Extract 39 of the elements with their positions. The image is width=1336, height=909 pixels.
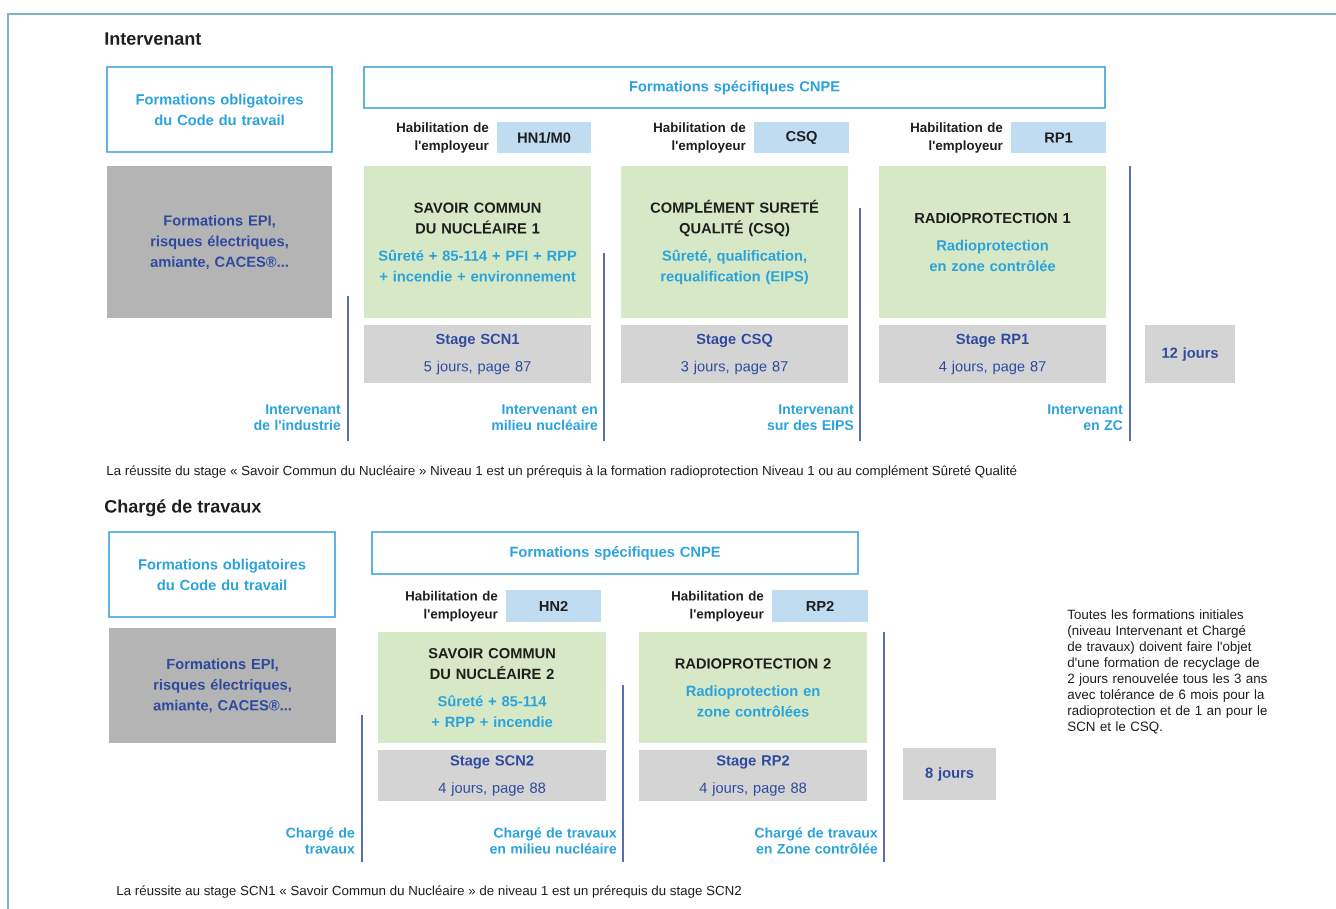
caption-text: Habilitation de l'employeur (406, 590, 498, 622)
caption-text: Habilitation de l'employeur (397, 122, 489, 153)
header-box: Formations spécifiques CNPE (363, 66, 1106, 109)
footnote-text: La réussite au stage SCN1 « Savoir Commun du Nucléaire » de niveau 1 est un prérequis du stage SCN2 (117, 885, 741, 898)
footnote-text: La réussite du stage « Savoir Commun du Nucléaire » Niveau 1 est un prérequis à la formation radioprotection Niveau 1 ou au complément Sûreté Qualité (107, 465, 1017, 478)
course-box: SAVOIR COMMUN DU NUCLÉAIRE 2 Sûreté + 85-114 + RPP + incendie (378, 632, 606, 743)
code-tag: RP1 (1011, 122, 1106, 153)
role-label: Intervenant sur des EIPS (767, 404, 854, 431)
role-label: Intervenant de l'industrie (254, 404, 341, 431)
outlined-box: Formations obligatoires du Code du travail (108, 531, 336, 618)
stage-box: Stage RP1 4 jours, page 87 (879, 325, 1106, 383)
role-label: Chargé de travaux en Zone contrôlée (755, 827, 878, 854)
code-tag: HN2 (506, 590, 601, 622)
role-label: Chargé de travaux (286, 827, 355, 854)
role-label: Chargé de travaux en milieu nucléaire (490, 827, 617, 854)
course-box: RADIOPROTECTION 2 Radioprotection en zone contrôlées (639, 632, 867, 743)
caption-text: Habilitation de l'employeur (672, 590, 764, 622)
note-text: Toutes les formations initiales (niveau Intervenant et Chargé de travaux) doivent faire l'objet d'une formation de recyclage de 2 jours renouvelée tous les 3 ans avec tolérance de 6 mois pour la radioprotection et de 1 an pour le SCN et le CSQ. (1067, 609, 1267, 734)
topic-box: Formations EPI, risques électriques, amiante, CACES®... (109, 628, 336, 743)
stage-box: Stage SCN2 4 jours, page 88 (378, 750, 606, 801)
course-box: SAVOIR COMMUN DU NUCLÉAIRE 1 Sûreté + 85-114 + PFI + RPP + incendie + environnement (364, 166, 591, 318)
stage-box: Stage CSQ 3 jours, page 87 (621, 325, 848, 383)
section-title: Intervenant (105, 32, 202, 45)
code-tag: HN1/M0 (497, 122, 591, 153)
code-tag: CSQ (754, 122, 849, 153)
stage-box: Stage SCN1 5 jours, page 87 (364, 325, 591, 383)
code-tag: RP2 (772, 590, 868, 622)
caption-text: Habilitation de l'employeur (654, 122, 746, 153)
caption-text: Habilitation de l'employeur (911, 122, 1003, 153)
course-box: COMPLÉMENT SURETÉ QUALITÉ (CSQ) Sûreté, qualification, requalification (EIPS) (621, 166, 848, 318)
header-box: Formations spécifiques CNPE (371, 531, 859, 575)
outlined-box: Formations obligatoires du Code du travail (106, 66, 333, 153)
stage-box: Stage RP2 4 jours, page 88 (639, 750, 867, 801)
role-label: Intervenant en milieu nucléaire (492, 404, 598, 431)
total-box: 12 jours (1145, 325, 1235, 383)
role-label: Intervenant en ZC (1048, 404, 1123, 431)
course-box: RADIOPROTECTION 1 Radioprotection en zone contrôlée (879, 166, 1106, 318)
topic-box: Formations EPI, risques électriques, amiante, CACES®... (107, 166, 332, 318)
total-box: 8 jours (903, 748, 996, 800)
